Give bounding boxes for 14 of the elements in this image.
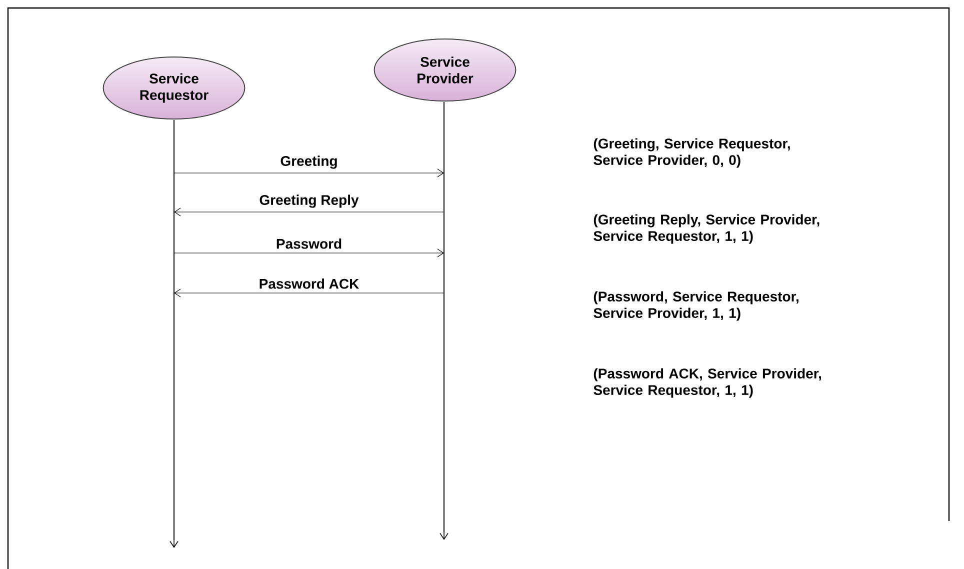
message-label: Password ACK — [260, 278, 360, 289]
message-arrow — [174, 288, 444, 298]
message-tuple: (Password ACK, Service Provider, Service Requestor, 1, 1) — [594, 368, 821, 398]
lifeline-arrow — [440, 102, 448, 540]
message-label: Password — [276, 238, 342, 249]
message-arrow — [174, 208, 444, 216]
lifeline-arrow — [170, 120, 178, 548]
message-tuple: (Password, Service Requestor, Service Provider, 1, 1) — [594, 291, 798, 321]
message-arrow — [174, 248, 444, 258]
message-tuple: (Greeting Reply, Service Provider, Service Requestor, 1, 1) — [594, 214, 820, 244]
message-label: Greeting Reply — [260, 194, 359, 208]
message-tuple: (Greeting, Service Requestor, Service Provider, 0, 0) — [594, 138, 790, 168]
message-label: Greeting — [280, 156, 337, 169]
message-arrow — [174, 168, 444, 178]
